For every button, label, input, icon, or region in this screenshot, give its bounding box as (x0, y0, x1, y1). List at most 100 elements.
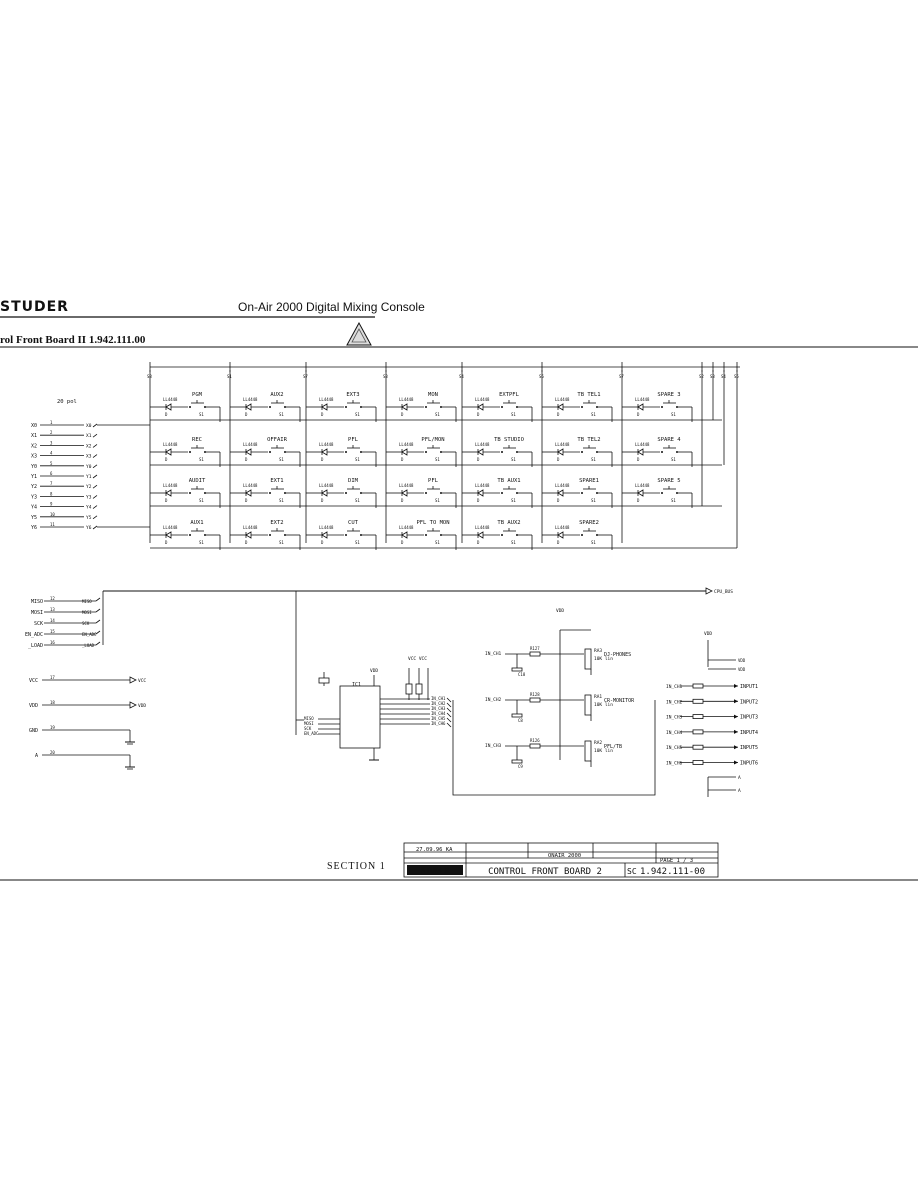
switch-ref: S1 (199, 457, 204, 462)
right-resistor (692, 760, 704, 765)
diode-icon (245, 403, 252, 411)
diode-icon (477, 531, 484, 539)
diode-part: LL4448 (163, 525, 178, 530)
pin-number: 18 (50, 700, 55, 705)
signal-label: MISO (82, 599, 92, 604)
pot-ref: RA2 (594, 740, 602, 746)
switch-contact (581, 534, 583, 536)
title-logo: STUDER (421, 866, 450, 875)
switch-contact (189, 451, 191, 453)
pin-number: 4 (50, 451, 53, 456)
adc-output: IN_CH2 (431, 701, 446, 706)
right-net: IN_CH3 (666, 715, 683, 721)
diode-icon (165, 531, 172, 539)
switch-contact (345, 451, 347, 453)
pin-number: 1 (50, 420, 53, 425)
signal-label: EN_ADC (82, 632, 97, 637)
diode-icon (165, 448, 172, 456)
diode-part: LL4448 (399, 442, 414, 447)
switch-ref: S1 (355, 540, 360, 545)
switch-ref: S1 (279, 498, 284, 503)
pin-arrow (92, 444, 98, 448)
pin-number: 7 (50, 481, 53, 486)
pot-label: PFL/TB (604, 744, 622, 750)
pot-ref: RA3 (594, 648, 602, 654)
switch-ref: S1 (355, 412, 360, 417)
capacitor-ref: C8 (518, 718, 523, 723)
pin-arrow (92, 433, 98, 438)
studer-logo: STUDER (0, 299, 69, 315)
pin-number: 13 (50, 607, 55, 612)
pin-number: 3 (50, 440, 53, 445)
diode-icon (637, 448, 644, 456)
power-label: A (35, 753, 38, 759)
diode-part: LL4448 (243, 397, 258, 402)
diode-ref: D (245, 457, 248, 462)
switch-contact (440, 534, 442, 536)
adc-output-arrow (446, 722, 452, 728)
diode-icon (401, 448, 408, 456)
right-arrow-icon (734, 699, 738, 704)
switch-ref: S1 (591, 412, 596, 417)
switch-contact (345, 492, 347, 494)
switch-contact (284, 534, 286, 536)
pin-label: X3 (31, 454, 37, 460)
switch-contact (204, 451, 206, 453)
switch-contact (204, 406, 206, 408)
adc-output-arrow (446, 697, 452, 703)
pot-body (584, 740, 592, 762)
diode-ref: D (165, 412, 168, 417)
resistor (405, 683, 413, 695)
diode-part: LL4448 (635, 442, 650, 447)
pot-capacitor (511, 667, 523, 672)
title-logo-box (407, 865, 463, 875)
adc-input: EN_ADC (304, 731, 319, 736)
signal-label: MISO (31, 599, 43, 605)
pin-label: Y1 (86, 474, 92, 480)
right-net: IN_CH4 (666, 730, 683, 736)
pin-arrow (92, 474, 98, 479)
switch-contact (581, 451, 583, 453)
switch-contact (269, 406, 271, 408)
title-page: PAGE 1 / 3 (660, 858, 693, 864)
pot-capacitor (511, 759, 523, 764)
switch-name: DIM (348, 478, 359, 484)
diode-icon (477, 489, 484, 497)
switch-name: EXT2 (270, 520, 283, 526)
diode-ref: D (477, 540, 480, 545)
connector-title: 20 pol (57, 399, 77, 405)
switch-name: MON (428, 392, 438, 398)
pot-net: IN_CH1 (485, 651, 502, 657)
switch-contact (676, 492, 678, 494)
switch-ref: S1 (435, 412, 440, 417)
right-vdd-out: VDD (738, 667, 746, 672)
switch-contact (425, 451, 427, 453)
switch-name: PGM (192, 392, 203, 398)
switch-name: SPARE2 (579, 520, 599, 526)
switch-name: AUX2 (270, 392, 283, 398)
diode-ref: D (637, 498, 640, 503)
right-net: IN_CH6 (666, 761, 683, 767)
pin-label: Y3 (86, 494, 92, 500)
diode-icon (557, 403, 564, 411)
diode-ref: D (557, 540, 560, 545)
cpu-bus-arrow-icon (705, 587, 713, 595)
right-ground: A (738, 775, 741, 781)
switch-contact (345, 534, 347, 536)
switch-ref: S1 (355, 498, 360, 503)
power-net: VCC (138, 678, 146, 684)
pot-vdd: VDD (556, 608, 564, 614)
pot-resistor (529, 651, 541, 657)
switch-contact (501, 451, 503, 453)
power-label: VDD (29, 703, 38, 709)
switch-ref: S1 (199, 498, 204, 503)
switch-ref: S1 (511, 540, 516, 545)
pot-ref: RA1 (594, 694, 602, 700)
switch-contact (284, 492, 286, 494)
diode-ref: D (245, 540, 248, 545)
diode-part: LL4448 (163, 442, 178, 447)
diode-ref: D (245, 498, 248, 503)
switch-name: EXTPFL (499, 392, 520, 398)
switch-contact (581, 406, 583, 408)
switch-contact (189, 492, 191, 494)
